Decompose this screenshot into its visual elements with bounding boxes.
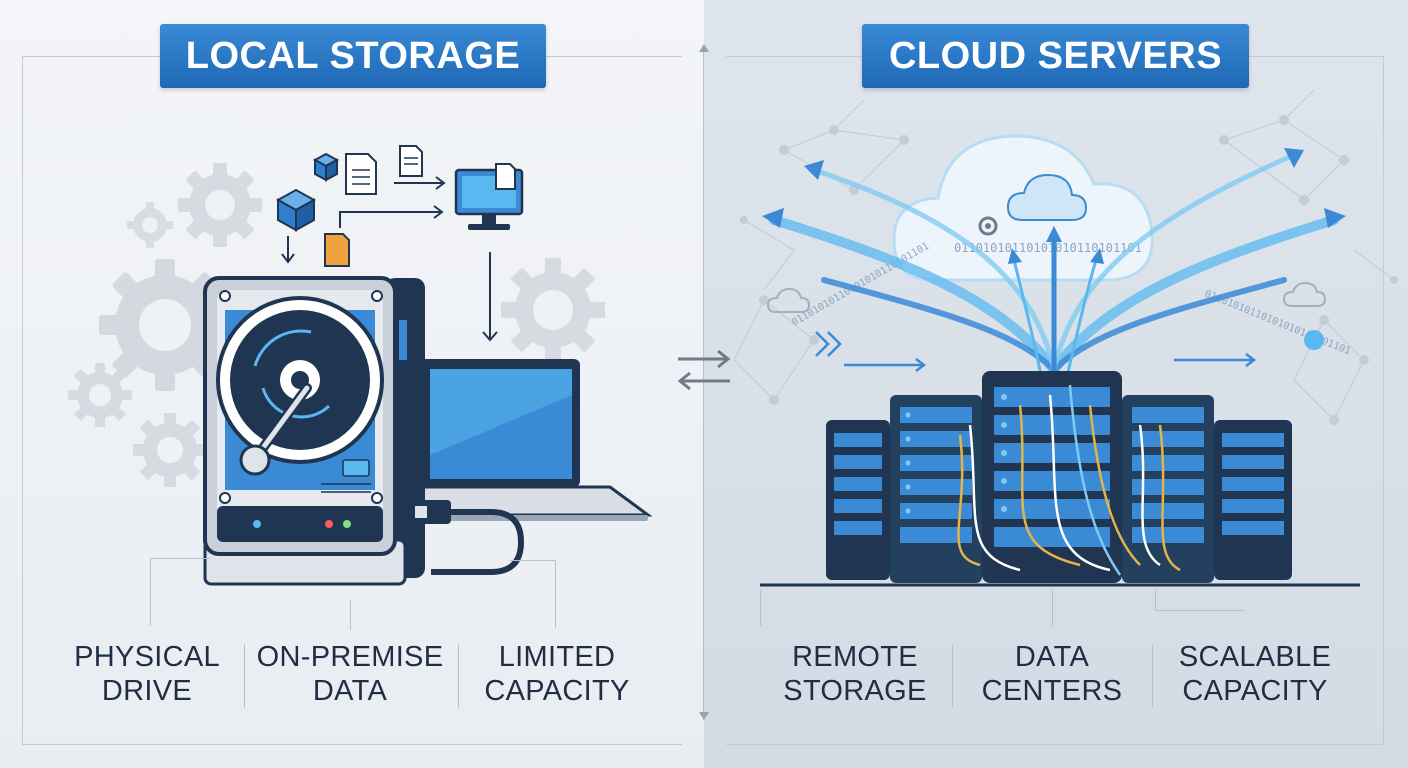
frame-line (1249, 56, 1383, 57)
gear-icon (178, 163, 262, 247)
sync-arrows-icon (677, 349, 731, 391)
frame-line (726, 56, 862, 57)
leader-line (510, 560, 555, 561)
gear-icon (501, 258, 605, 362)
label-physical-drive: PHYSICAL DRIVE (74, 641, 220, 707)
frame-line (22, 744, 682, 745)
leader-line (1052, 590, 1053, 626)
label-remote-storage: REMOTE STORAGE (783, 641, 927, 707)
monitor-icon (454, 163, 524, 230)
frame-line (22, 56, 23, 744)
server-rack-icon (760, 371, 1360, 587)
leader-line (150, 558, 210, 559)
binary-stream: 01101010110101010110101101 (954, 241, 1142, 255)
leader-line (760, 590, 761, 626)
laptop-icon (396, 359, 653, 521)
leader-line (555, 560, 556, 628)
cloud-icon (892, 134, 1154, 282)
cube-icon (275, 188, 317, 232)
leader-line (1155, 610, 1245, 611)
file-flow-diagram (275, 145, 524, 342)
label-on-premise-data: ON-PREMISE DATA (256, 641, 444, 707)
cloud-servers-title: CLOUD SERVERS (862, 24, 1249, 88)
frame-line (1383, 56, 1384, 744)
frame-line (726, 744, 1383, 745)
cube-icon (312, 152, 340, 182)
label-separator (1152, 644, 1153, 708)
leader-line (150, 558, 151, 626)
file-icon (345, 153, 377, 195)
leader-line (350, 600, 351, 630)
gear-icon (68, 363, 132, 427)
label-separator (244, 644, 245, 708)
file-icon (399, 145, 423, 177)
frame-line (22, 56, 160, 57)
hard-drive-icon (203, 276, 425, 586)
gear-icon (978, 216, 998, 236)
usb-cable-icon (407, 500, 525, 575)
label-limited-capacity: LIMITED CAPACITY (484, 641, 630, 707)
label-separator (952, 644, 953, 708)
cloud-network-art: 01101010110101010110101101 0110101011010… (733, 89, 1398, 425)
frame-line (546, 56, 682, 57)
divider-arrow-down-icon (699, 712, 709, 720)
leader-line (1155, 590, 1156, 610)
label-data-centers: DATA CENTERS (981, 641, 1123, 707)
label-scalable-capacity: SCALABLE CAPACITY (1178, 641, 1332, 707)
local-storage-title: LOCAL STORAGE (160, 24, 546, 88)
gear-icon (127, 202, 173, 248)
divider-arrow-up-icon (699, 44, 709, 52)
center-divider (703, 50, 704, 720)
file-icon (324, 233, 350, 267)
label-separator (458, 644, 459, 708)
